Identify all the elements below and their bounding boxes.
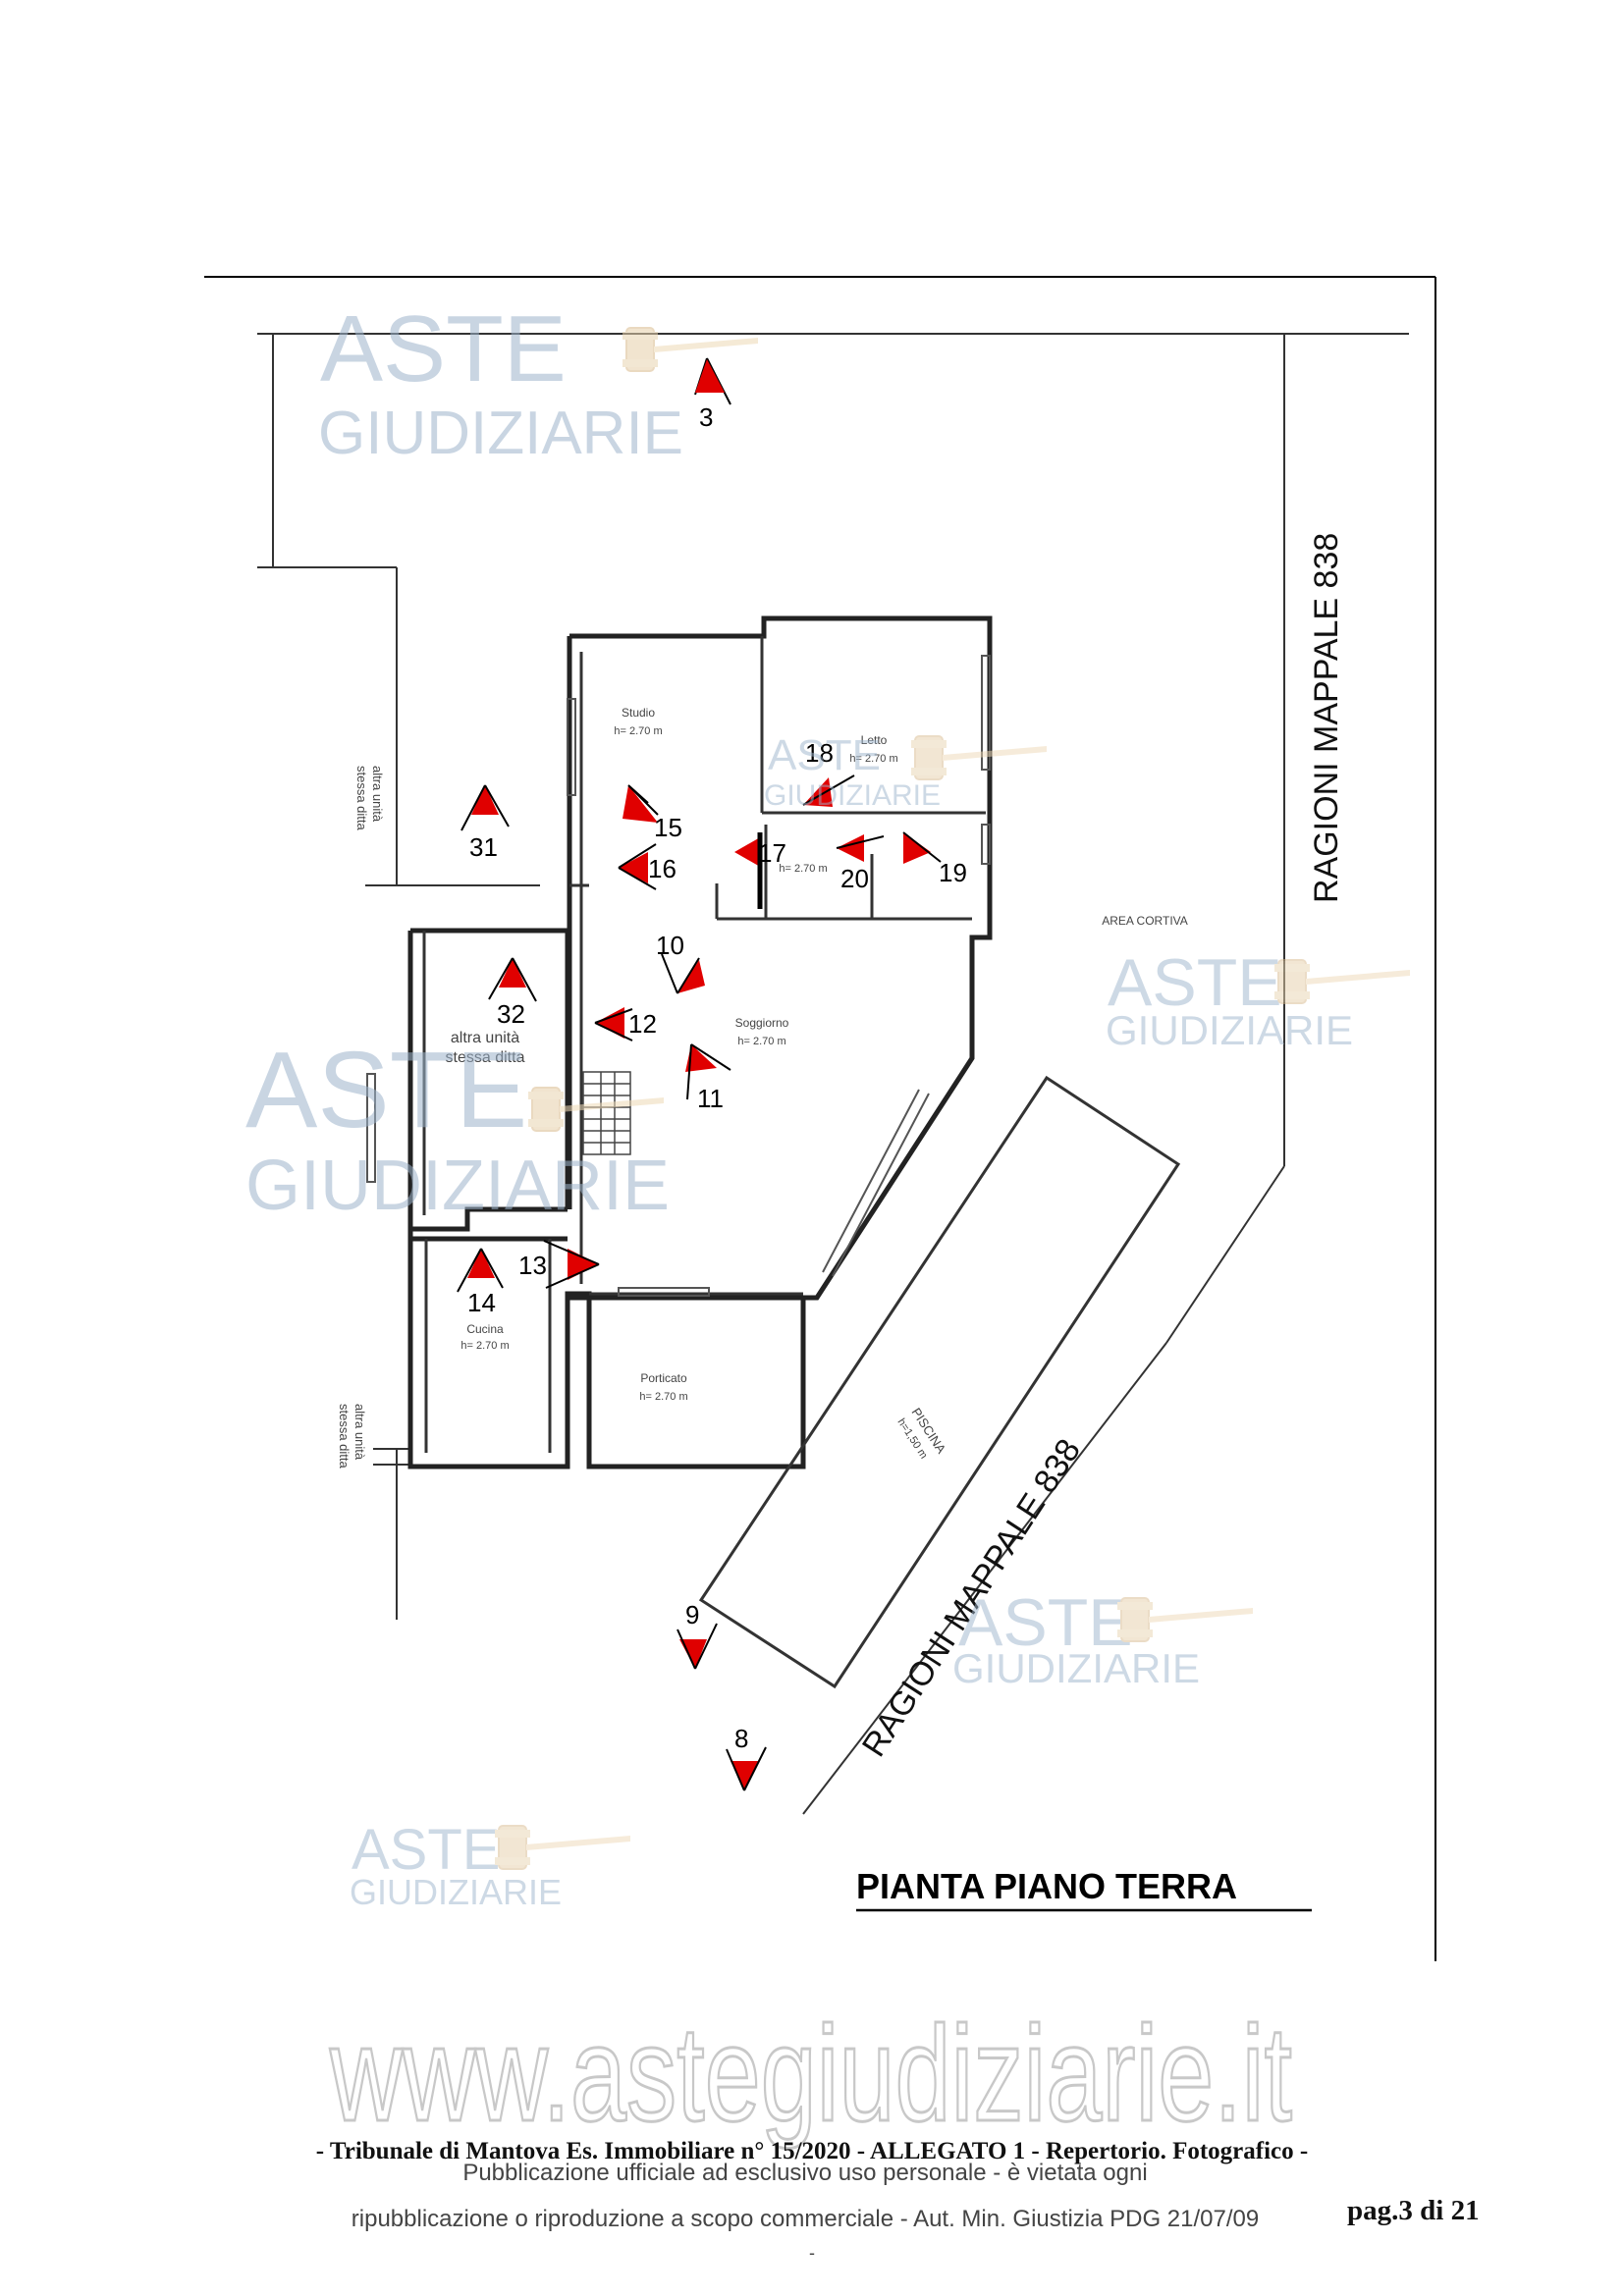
camera-marker-13: 13 [518, 1240, 600, 1289]
svg-text:GIUDIZIARIE: GIUDIZIARIE [318, 400, 683, 467]
svg-text:ASTE: ASTE [352, 1818, 501, 1882]
room-studio-h: h= 2.70 m [614, 725, 662, 737]
page-number: pag.3 di 21 [1347, 2195, 1480, 2226]
camera-marker-3: 3 [694, 357, 731, 432]
side-unit-bottom-2: stessa ditta [337, 1404, 352, 1469]
room-cucina: Cucina [466, 1322, 504, 1336]
camera-marker-31: 31 [460, 784, 510, 862]
camera-marker-17: 17 [734, 832, 786, 909]
building-walls [407, 615, 993, 1469]
svg-text:19: 19 [939, 858, 967, 887]
room-labels: Studio h= 2.70 m Letto h= 2.70 m Soggior… [446, 706, 1188, 1403]
svg-text:ASTE: ASTE [320, 296, 567, 401]
svg-text:GIUDIZIARIE: GIUDIZIARIE [952, 1645, 1200, 1691]
room-bath-h: h= 2.70 m [779, 863, 827, 875]
svg-text:GIUDIZIARIE: GIUDIZIARIE [1106, 1007, 1353, 1053]
camera-markers: 3 15 16 17 18 19 20 [457, 357, 967, 1791]
svg-text:20: 20 [840, 864, 869, 893]
camera-marker-20: 20 [836, 834, 885, 893]
footer-notice-line2: ripubblicazione o riproduzione a scopo c… [351, 2206, 1260, 2232]
svg-text:31: 31 [469, 832, 498, 862]
aste-watermark-3: ASTE GIUDIZIARIE [1106, 945, 1411, 1053]
footer-title: - Tribunale di Mantova Es. Immobiliare n… [315, 2138, 1309, 2164]
other-unit-line1: altra unità [451, 1030, 519, 1046]
svg-text:ASTE: ASTE [958, 1585, 1133, 1660]
camera-marker-32: 32 [488, 957, 537, 1029]
camera-marker-12: 12 [594, 1007, 657, 1041]
page-frame [204, 276, 1436, 1961]
svg-text:ASTE: ASTE [245, 1030, 527, 1150]
svg-text:32: 32 [497, 999, 525, 1029]
camera-marker-14: 14 [457, 1248, 504, 1317]
room-letto: Letto [861, 733, 888, 747]
svg-text:ASTE: ASTE [1108, 945, 1282, 1020]
camera-marker-19: 19 [902, 831, 967, 887]
svg-text:13: 13 [518, 1251, 547, 1280]
aste-watermark-6: ASTE GIUDIZIARIE [350, 1818, 631, 1912]
camera-marker-18: 18 [802, 738, 855, 807]
url-watermark: www.astegiudiziarie.it [329, 1999, 1292, 2150]
interior-walls [422, 636, 986, 1453]
svg-text:GIUDIZIARIE: GIUDIZIARIE [350, 1872, 562, 1912]
room-studio: Studio [622, 706, 655, 720]
svg-text:17: 17 [758, 838, 786, 868]
svg-text:15: 15 [654, 813, 682, 842]
room-soggiorno: Soggiorno [735, 1016, 789, 1030]
footer-dash: - [809, 2243, 815, 2263]
svg-text:12: 12 [628, 1009, 657, 1039]
camera-marker-16: 16 [618, 843, 677, 890]
svg-text:GIUDIZIARIE: GIUDIZIARIE [764, 779, 941, 812]
camera-marker-11: 11 [685, 1043, 731, 1113]
neighbor-label-right: RAGIONI MAPPALE 838 [1308, 533, 1345, 903]
svg-text:3: 3 [699, 402, 713, 432]
aste-watermark-4: ASTE GIUDIZIARIE [245, 1030, 670, 1225]
aste-watermark-2: ASTE GIUDIZIARIE [764, 731, 1048, 812]
svg-text:10: 10 [656, 931, 684, 960]
other-unit-line2: stessa ditta [446, 1049, 525, 1066]
footer-notice-line1: Pubblicazione ufficiale ad esclusivo uso… [462, 2160, 1148, 2186]
svg-text:14: 14 [467, 1288, 496, 1317]
side-unit-top-2: stessa ditta [354, 766, 369, 831]
room-porticato: Porticato [640, 1371, 687, 1385]
svg-text:ASTE: ASTE [768, 731, 881, 779]
svg-text:18: 18 [805, 738, 834, 768]
svg-text:9: 9 [685, 1600, 699, 1629]
room-porticato-h: h= 2.70 m [639, 1391, 687, 1403]
svg-text:11: 11 [697, 1084, 724, 1113]
room-soggiorno-h: h= 2.70 m [737, 1036, 785, 1047]
svg-text:16: 16 [648, 854, 677, 883]
side-unit-bottom-1: altra unità [352, 1404, 367, 1461]
room-cucina-h: h= 2.70 m [460, 1340, 509, 1352]
site-boundaries [257, 333, 1409, 1815]
aste-watermark-1: ASTE GIUDIZIARIE [318, 296, 759, 467]
camera-marker-8: 8 [726, 1724, 767, 1791]
svg-text:8: 8 [734, 1724, 748, 1753]
windows [366, 655, 991, 1297]
svg-text:GIUDIZIARIE: GIUDIZIARIE [245, 1147, 670, 1225]
camera-marker-15: 15 [623, 784, 682, 842]
side-unit-top-1: altra unità [370, 766, 385, 823]
camera-marker-9: 9 [677, 1600, 718, 1670]
stairs [582, 1071, 631, 1155]
plan-title: PIANTA PIANO TERRA [856, 1866, 1237, 1906]
room-letto-h: h= 2.70 m [849, 753, 897, 765]
area-cortiva: AREA CORTIVA [1102, 914, 1188, 928]
aste-watermark-5: ASTE GIUDIZIARIE [952, 1585, 1254, 1691]
camera-marker-10: 10 [656, 931, 705, 994]
side-unit-labels: altra unità stessa ditta altra unità ste… [337, 766, 385, 1469]
